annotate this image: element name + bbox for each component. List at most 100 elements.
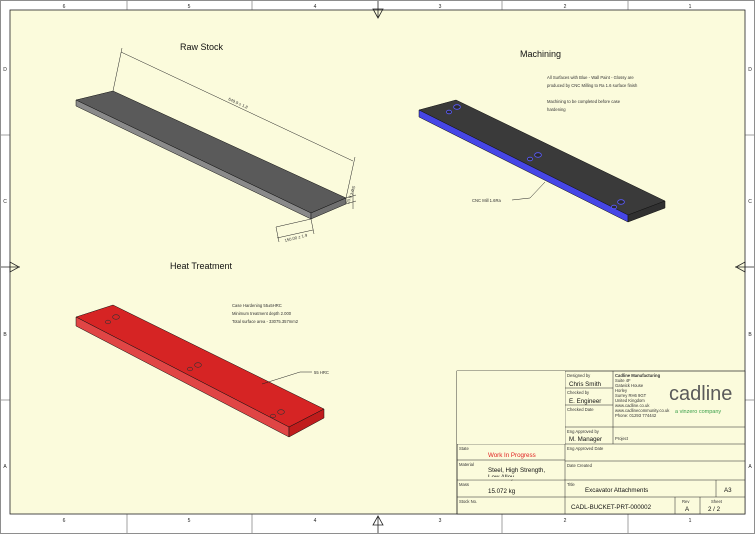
company-line: Phone: 01293 774442 [615, 413, 657, 418]
heat-treatment-holes [105, 314, 285, 419]
heat-treatment-leader [261, 371, 312, 385]
company-line: www.cadline.co.uk [615, 403, 650, 408]
machining-end-face [627, 200, 666, 223]
designed-by-value: Chris Smith [569, 381, 602, 388]
eng-approved-by-value: M. Manager [569, 436, 602, 443]
material-value-line1: Steel, High Strength, [488, 467, 545, 474]
row-label-left-A: A [3, 464, 7, 470]
raw-stock-length-dimension [112, 47, 356, 199]
raw-stock-thickness-label: 20.0 ± 0.5 [345, 185, 356, 205]
hole [277, 409, 285, 415]
col-label-bottom-5: 5 [188, 518, 191, 524]
designed-by-label: Designed by [567, 373, 591, 378]
heat-treatment-title: Heat Treatment [170, 261, 233, 271]
column-labels: 6 5 4 3 2 1 6 5 4 3 2 1 [63, 4, 692, 524]
checked-date-label: Checked Date [567, 407, 594, 412]
logo-wordmark: cadline [669, 383, 732, 405]
hole [105, 319, 111, 325]
checked-by-value: E. Engineer [569, 398, 601, 405]
company-line: Horley [615, 388, 628, 393]
part-number: CADL-BUCKET-PRT-000002 [571, 504, 652, 511]
hole [270, 413, 276, 419]
machining-note-line1: All Surfaces with Blue - Wall Paint - Gl… [547, 75, 634, 80]
row-label-left-B: B [3, 332, 7, 338]
raw-stock-title: Raw Stock [180, 42, 224, 52]
project-label: Project [615, 436, 629, 441]
col-label-top-2: 2 [564, 4, 567, 10]
date-created-label: Date Created [567, 463, 593, 468]
heat-treatment-note-line2: Minimum treatment depth 2.000 [232, 311, 292, 316]
raw-stock-thickness-dimension [345, 188, 357, 209]
heat-treatment-callout: 55 HRC [314, 370, 329, 375]
state-label: State [459, 446, 469, 451]
row-label-left-C: C [3, 199, 7, 205]
company-line: Surrey RH6 9GT [615, 393, 647, 398]
state-value: Work In Progress [488, 452, 536, 459]
col-label-bottom-2: 2 [564, 518, 567, 524]
col-label-top-4: 4 [314, 4, 317, 10]
col-label-bottom-1: 1 [689, 518, 692, 524]
machining-leader [511, 181, 546, 201]
machining-note-line3: Machining to be completed before case [547, 99, 621, 104]
col-label-bottom-6: 6 [63, 518, 66, 524]
hole [445, 109, 452, 115]
machining-title: Machining [520, 49, 561, 59]
heat-treatment-note-line3: Total surface area - 33075.357mm2 [232, 319, 299, 324]
sheet-label: Sheet [711, 499, 723, 504]
sheet-size: A3 [724, 487, 732, 494]
hole [534, 152, 542, 158]
hole [527, 156, 534, 162]
mass-value: 15.072 kg [488, 488, 516, 495]
rev-value: A [685, 506, 690, 513]
eng-approved-by-label: Eng Approved by [567, 429, 600, 434]
machining-view[interactable]: Machining All Surfaces with Blue - Wall … [418, 49, 666, 223]
company-logo: cadline a vinzero company [669, 383, 732, 415]
logo-subtitle: a vinzero company [675, 409, 721, 415]
company-line: www.cadlinecommunity.co.uk [615, 408, 670, 413]
material-clip [458, 477, 564, 480]
machining-note-line2: produced by CNC Milling to Ra 1.6 surfac… [547, 83, 638, 88]
stock-no-label: Stock No. [459, 499, 477, 504]
checked-by-label: Checked by [567, 390, 590, 395]
row-label-right-C: C [748, 199, 752, 205]
eng-approved-date-label: Eng Approved Date [567, 446, 604, 451]
raw-stock-width-dimension [275, 218, 315, 243]
hole [611, 204, 618, 210]
hole [453, 104, 461, 110]
company-line: Suite 4F [615, 378, 631, 383]
drawing-title: Excavator Attachments [585, 487, 648, 494]
row-labels: D C B A D C B A [3, 67, 752, 470]
hole [194, 362, 202, 368]
col-label-top-3: 3 [439, 4, 442, 10]
raw-stock-width-label: 150.00 ± 1.9 [284, 232, 308, 243]
mass-label: Mass [459, 482, 469, 487]
col-label-top-1: 1 [689, 4, 692, 10]
col-label-bottom-3: 3 [439, 518, 442, 524]
row-label-right-B: B [748, 332, 752, 338]
title-block[interactable]: Designed by Chris Smith Checked by E. En… [456, 370, 746, 515]
row-label-right-A: A [748, 464, 752, 470]
company-line: Cadline Manufacturing [615, 373, 661, 378]
title-block-empty-area [457, 371, 565, 444]
heat-treatment-note-line1: Case Hardening 55±5HRC [232, 303, 282, 308]
heat-treatment-view[interactable]: Heat Treatment Case Hardening 55±5HRC Mi… [75, 261, 329, 438]
sheet-value: 2 / 2 [708, 506, 721, 513]
row-label-right-D: D [748, 67, 752, 73]
material-label: Material [459, 462, 474, 467]
company-line: United Kingdom [615, 398, 645, 403]
company-line: Gatwick House [615, 383, 644, 388]
machining-note-line4: hardening [547, 107, 566, 112]
col-label-top-6: 6 [63, 4, 66, 10]
heat-treatment-end-face [288, 408, 325, 438]
raw-stock-view[interactable]: Raw Stock 649.9 ± 1.8 150.00 ± 1.9 20.0 … [75, 42, 357, 243]
col-label-top-5: 5 [188, 4, 191, 10]
row-label-left-D: D [3, 67, 7, 73]
title-label: Title [567, 482, 575, 487]
machining-holes [445, 104, 625, 210]
hole [187, 366, 193, 372]
company-address: Cadline Manufacturing Suite 4F Gatwick H… [615, 373, 670, 418]
rev-label: Rev [682, 499, 690, 504]
